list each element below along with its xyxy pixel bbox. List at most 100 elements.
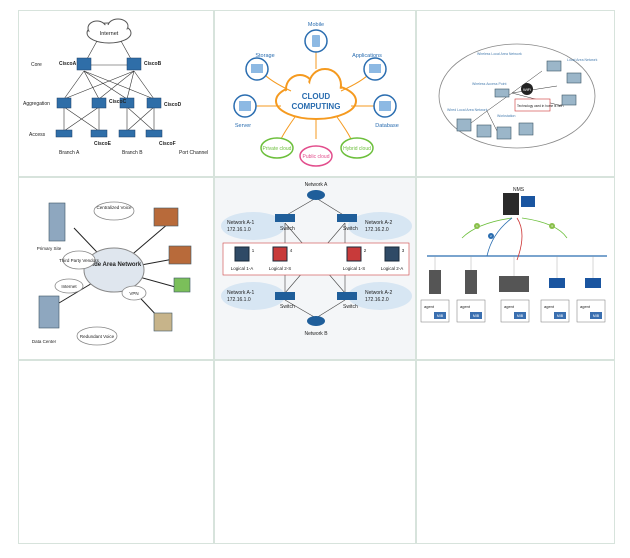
building-icon	[48, 202, 66, 242]
router-icon	[307, 190, 325, 200]
info-callout	[514, 98, 551, 112]
wifi-label: WiFi	[523, 87, 531, 92]
wifi-icon: WiFi	[521, 83, 533, 95]
cloud-title-line2: COMPUTING	[292, 102, 341, 111]
port-label: 2	[364, 248, 367, 253]
item-applications-label: Applications	[352, 53, 382, 59]
vm-icon	[346, 246, 362, 262]
switch-label: Switch	[343, 304, 358, 310]
redundant-voice-label: Redundant Voice	[80, 334, 115, 339]
router-icon	[307, 316, 325, 326]
branch-label: Branch B	[122, 150, 143, 156]
tile-empty	[416, 360, 615, 544]
tile-nms-agents[interactable]: NMS 1 2 3	[416, 177, 615, 360]
logical-group-box	[222, 242, 410, 276]
switch-icon	[118, 129, 136, 138]
vm-icon	[234, 246, 250, 262]
tile-logical-networks[interactable]: Network A Network B Network A-1 172.16.1…	[214, 177, 416, 360]
tile-empty	[214, 360, 416, 544]
laptop-icon	[585, 278, 601, 288]
net-a2-name: Network A-2	[365, 220, 392, 226]
wlan-label: Wireless Local Area Network	[477, 52, 522, 56]
logical-label: Logical 1-A	[231, 266, 254, 271]
marker-label: 1	[476, 224, 478, 228]
lan-label: Local Area Network	[567, 58, 598, 62]
desktop-icon	[496, 126, 512, 140]
desktop-icon	[456, 118, 472, 132]
marker-label: 2	[490, 234, 492, 238]
item-mobile-label: Mobile	[308, 22, 324, 28]
network-b-label: Network B	[304, 331, 328, 337]
desktop-icon	[518, 122, 534, 136]
net-a2-name-bottom: Network A-2	[365, 290, 392, 296]
tile-wireless-lan[interactable]: WiFi Technology used in home is WiFi Wir…	[416, 10, 615, 177]
internet-label: Internet	[100, 31, 119, 37]
server-icon	[465, 270, 477, 294]
cloud-computing-cloud-icon	[275, 68, 357, 120]
tile-network-topology[interactable]: Internet	[18, 10, 214, 177]
switch-icon	[91, 97, 107, 109]
public-cloud-label: Public cloud	[303, 154, 330, 160]
cloud-icon	[54, 278, 84, 294]
mib-label: MIB	[473, 314, 480, 318]
tile-cloud-computing[interactable]: CLOUD COMPUTING Mobi	[214, 10, 416, 177]
switch-label: Switch	[343, 226, 358, 232]
net-a2-ip: 172.16.2.0	[365, 227, 389, 233]
workstation-label: Workstation	[497, 114, 515, 118]
laptop-icon	[566, 72, 582, 84]
switch-label: CiscoE	[94, 141, 112, 147]
item-database-label: Database	[375, 123, 399, 129]
internet-label: Internet	[61, 284, 77, 289]
port-label: 3	[402, 248, 405, 253]
server-icon	[503, 193, 519, 215]
nms-label: NMS	[513, 187, 525, 193]
cloud-icon	[62, 250, 96, 270]
switch-label: CiscoC	[109, 99, 127, 105]
branch-label: Branch A	[59, 150, 80, 156]
switch-label: CiscoB	[144, 61, 162, 67]
logical-label: Logical 1-S	[343, 266, 366, 271]
net-a1-name-bottom: Network A-1	[227, 290, 254, 296]
legend-label: Port Channel	[179, 150, 208, 156]
wired-lan-label: Wired Local Area Network	[447, 108, 488, 112]
laptop-icon	[561, 94, 577, 106]
desktop-icon	[476, 124, 492, 138]
switch-label: CiscoA	[59, 61, 77, 67]
third-party-label: Third Party Vendors	[59, 258, 100, 263]
net-a1-ip-bottom: 172.16.1.0	[227, 297, 251, 303]
vm-icon	[272, 246, 288, 262]
switch-label: Switch	[280, 304, 295, 310]
mib-label: MIB	[557, 314, 564, 318]
data-center-icon	[38, 295, 60, 329]
agent-label: agent	[544, 304, 555, 309]
public-cloud-icon	[299, 145, 333, 167]
switch-icon	[126, 57, 142, 71]
switch-icon	[119, 97, 135, 109]
switch-icon	[90, 129, 108, 138]
net-a1-name: Network A-1	[227, 220, 254, 226]
switch-icon	[145, 129, 163, 138]
switch-label: CiscoF	[159, 141, 176, 147]
item-server-label: Server	[235, 123, 251, 129]
private-cloud-label: Private cloud	[263, 146, 292, 152]
switch-label: CiscoD	[164, 102, 182, 108]
wan-cloud-icon	[83, 247, 145, 293]
primary-site-label: Primary Site	[37, 246, 62, 251]
logical-label: Logical 2-A	[381, 266, 404, 271]
house-icon	[173, 277, 191, 293]
switch-icon	[76, 57, 92, 71]
port-label: 4	[290, 248, 293, 253]
factory-icon	[168, 245, 192, 265]
network-boundary	[438, 43, 596, 149]
logical-label: Logical 2-S	[269, 266, 292, 271]
image-grid: Internet	[18, 10, 615, 544]
internet-cloud-icon	[86, 18, 132, 44]
net-a2-ip-bottom: 172.16.2.0	[365, 297, 389, 303]
switch-icon	[55, 129, 73, 138]
tile-empty	[18, 360, 214, 544]
tile-wan-diagram[interactable]: Wide Area Network Centralized Voice Prim…	[18, 177, 214, 360]
switch-icon	[337, 292, 357, 300]
building-icon	[153, 312, 173, 332]
switch-icon	[56, 97, 72, 109]
switch-icon	[337, 214, 357, 222]
